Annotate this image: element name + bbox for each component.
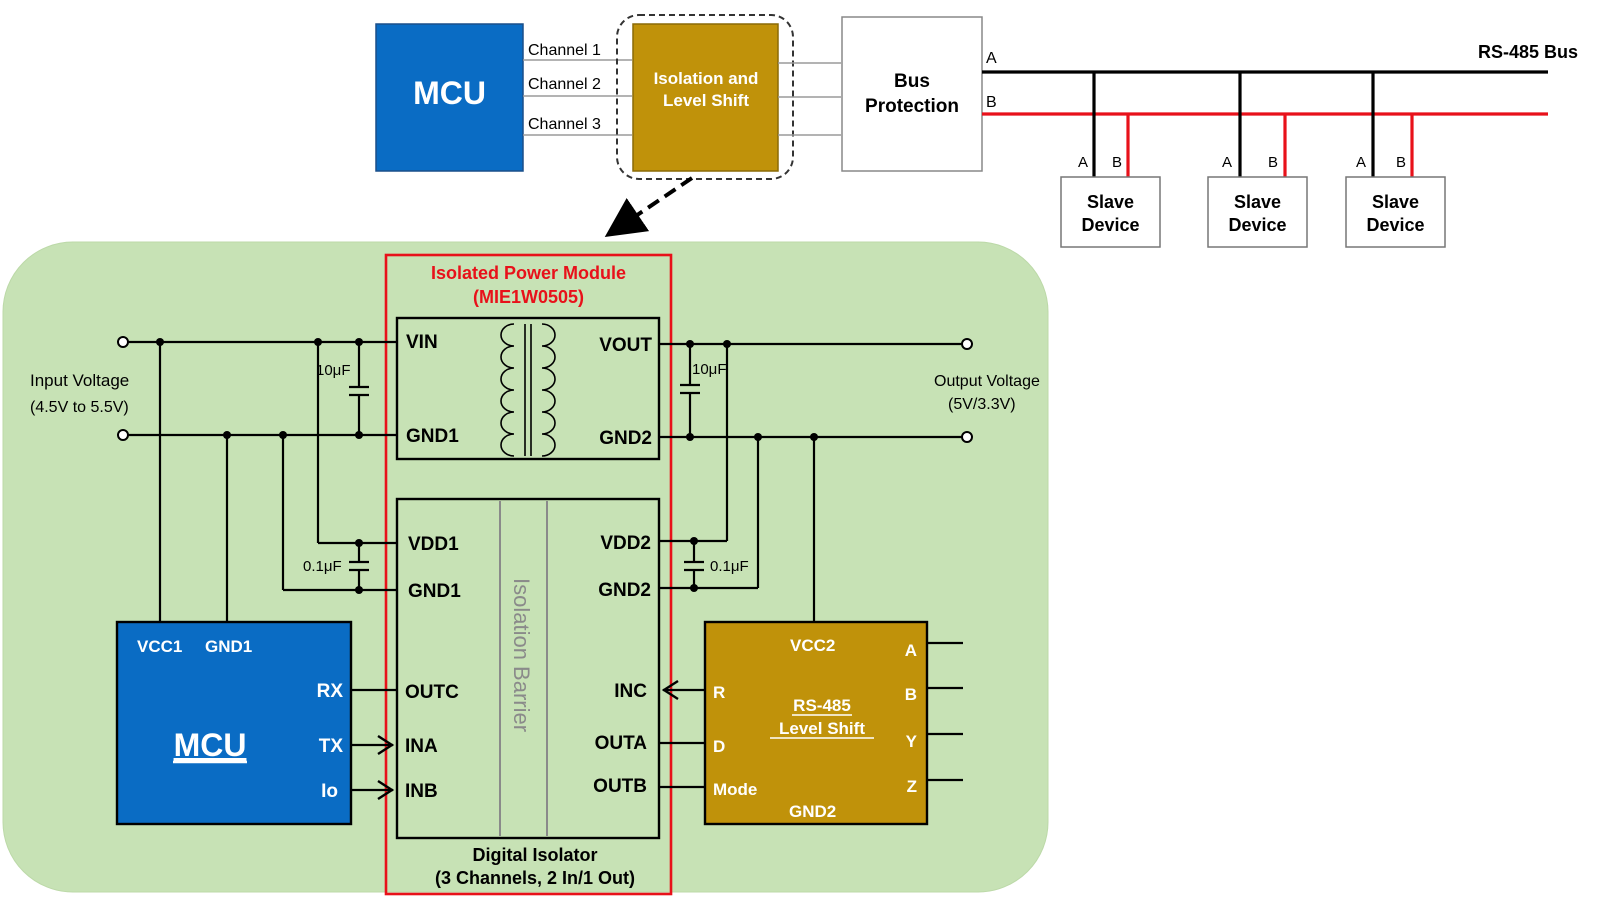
svg-text:Device: Device (1366, 215, 1424, 235)
mcu-pin-tx: TX (319, 736, 344, 757)
isolation-label-line2: Level Shift (663, 91, 749, 110)
pin-outc: OUTC (405, 682, 459, 703)
top-mcu-label: MCU (413, 75, 486, 111)
mcu-pin-io: Io (321, 781, 338, 802)
output-bypass-cap-label: 0.1μF (710, 558, 749, 575)
callout-arrow (604, 176, 694, 237)
transceiver-pin-a: A (905, 641, 917, 660)
input-vplus-terminal (117, 336, 129, 348)
isolated-power-module-frame (384, 253, 673, 896)
input-bulk-cap-label: 10μF (316, 362, 351, 379)
slave-device-3: A B Slave Device (1345, 72, 1446, 248)
pin-outb: OUTB (593, 776, 647, 797)
top-mcu-block (375, 23, 524, 172)
detail-mcu-block (115, 620, 353, 826)
transceiver-pin-gnd2: GND2 (789, 802, 836, 821)
output-gnd-terminal (961, 431, 973, 443)
pin-inc: INC (614, 681, 647, 702)
isolation-barrier-label: Isolation Barrier (509, 578, 534, 732)
rs485-level-shift-block (703, 620, 929, 826)
pin-outa: OUTA (595, 733, 648, 754)
transceiver-pin-vcc2: VCC2 (790, 636, 835, 655)
slave-device-1: A B Slave Device (1060, 72, 1161, 248)
top-block-diagram: MCU Channel 1 Channel 2 Channel 3 Isolat… (375, 14, 1578, 248)
pin-gnd2-power: GND2 (599, 428, 652, 449)
svg-text:B: B (1268, 154, 1278, 171)
transceiver-label-line1: RS-485 (793, 696, 851, 715)
svg-text:Device: Device (1081, 215, 1139, 235)
bus-a-label: A (986, 50, 997, 67)
input-gnd-terminal (117, 429, 129, 441)
svg-text:B: B (1112, 154, 1122, 171)
svg-text:B: B (1396, 154, 1406, 171)
bus-protection-line1: Bus (894, 71, 930, 92)
detail-panel: Isolated Power Module (MIE1W0505) Input … (2, 241, 1049, 896)
pin-gnd1-power: GND1 (406, 426, 459, 447)
rs485-bus-title: RS-485 Bus (1478, 42, 1578, 62)
pin-gnd1-iso: GND1 (408, 581, 461, 602)
bus-protection-block (841, 16, 983, 172)
input-voltage-range: (4.5V to 5.5V) (30, 399, 129, 416)
transceiver-pin-r: R (713, 683, 725, 702)
bus-protection-line2: Protection (865, 96, 959, 117)
svg-text:A: A (1078, 154, 1088, 171)
pin-gnd2-iso: GND2 (598, 580, 651, 601)
power-module-title: Isolated Power Module (431, 263, 626, 283)
power-module-part: (MIE1W0505) (473, 287, 584, 307)
transceiver-pin-z: Z (907, 777, 917, 796)
channel-2-label: Channel 2 (528, 76, 601, 93)
svg-text:Slave: Slave (1234, 192, 1281, 212)
mcu-pin-rx: RX (317, 681, 344, 702)
transceiver-label-line2: Level Shift (779, 719, 865, 738)
digital-isolator-box (395, 497, 661, 840)
transceiver-pin-mode: Mode (713, 780, 757, 799)
bus-b-label: B (986, 94, 997, 111)
channel-3-label: Channel 3 (528, 116, 601, 133)
pin-ina: INA (405, 736, 438, 757)
mcu-pin-gnd1: GND1 (205, 637, 252, 656)
output-voltage-value: (5V/3.3V) (948, 396, 1016, 413)
isolator-caption-line1: Digital Isolator (472, 845, 597, 865)
pin-vin: VIN (406, 332, 438, 353)
pin-vdd2: VDD2 (600, 533, 651, 554)
detail-mcu-label: MCU (174, 727, 247, 763)
isolation-label-line1: Isolation and (654, 69, 759, 88)
output-bulk-cap-label: 10μF (692, 361, 727, 378)
output-voltage-label: Output Voltage (934, 373, 1040, 390)
svg-text:A: A (1356, 154, 1366, 171)
input-bypass-cap-label: 0.1μF (303, 558, 342, 575)
isolation-callout-outline (616, 14, 794, 180)
isolator-caption-line2: (3 Channels, 2 In/1 Out) (435, 868, 635, 888)
power-module-box (395, 316, 661, 461)
svg-text:A: A (1222, 154, 1232, 171)
svg-text:Slave: Slave (1372, 192, 1419, 212)
channel-1-label: Channel 1 (528, 42, 601, 59)
mcu-pin-vcc1: VCC1 (137, 637, 182, 656)
pin-vout: VOUT (599, 335, 652, 356)
svg-text:Device: Device (1228, 215, 1286, 235)
output-vplus-terminal (961, 338, 973, 350)
svg-text:Slave: Slave (1087, 192, 1134, 212)
transceiver-pin-y: Y (906, 732, 918, 751)
input-voltage-label: Input Voltage (30, 371, 129, 390)
pin-inb: INB (405, 781, 438, 802)
transceiver-pin-d: D (713, 737, 725, 756)
transceiver-pin-b: B (905, 685, 917, 704)
pin-vdd1: VDD1 (408, 534, 459, 555)
transformer-icon (500, 323, 556, 457)
slave-device-2: A B Slave Device (1207, 72, 1308, 248)
